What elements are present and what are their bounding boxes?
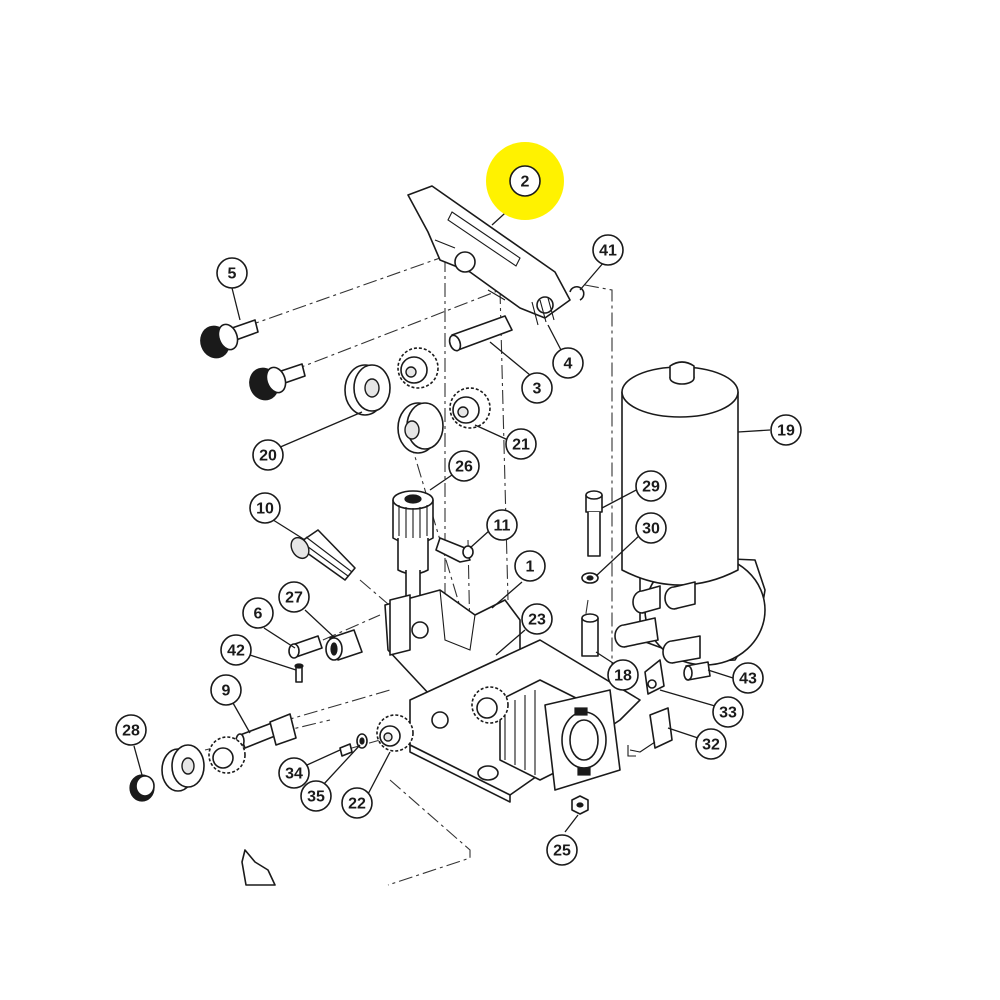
motor-studs xyxy=(614,581,701,664)
drive-roll-shaft xyxy=(235,713,297,749)
drive-shaft-knob xyxy=(392,490,434,601)
callout-25-label: 25 xyxy=(553,843,571,860)
callout-1[interactable]: 1 xyxy=(514,550,546,582)
callout-19-label: 19 xyxy=(777,423,795,440)
callout-42[interactable]: 42 xyxy=(220,634,252,666)
small-screw xyxy=(339,743,353,757)
knurled-knob xyxy=(325,629,363,661)
callout-22[interactable]: 22 xyxy=(341,787,373,819)
callout-32-label: 32 xyxy=(702,737,720,754)
callout-29-label: 29 xyxy=(642,479,660,496)
callout-25[interactable]: 25 xyxy=(546,834,578,866)
callout-26-label: 26 xyxy=(455,459,473,476)
callout-4[interactable]: 4 xyxy=(552,347,584,379)
callout-3-label: 3 xyxy=(533,381,542,398)
callout-28[interactable]: 28 xyxy=(115,714,147,746)
callout-3[interactable]: 3 xyxy=(521,372,553,404)
callout-22-label: 22 xyxy=(348,796,366,813)
callout-30-label: 30 xyxy=(642,521,660,538)
callout-35[interactable]: 35 xyxy=(300,780,332,812)
splined-shaft xyxy=(290,529,356,581)
motor-mount-flange xyxy=(544,689,621,791)
callout-10[interactable]: 10 xyxy=(249,492,281,524)
callout-23[interactable]: 23 xyxy=(521,603,553,635)
drive-gear xyxy=(397,347,491,429)
callout-20-label: 20 xyxy=(259,448,277,465)
feed-roll xyxy=(344,364,444,454)
callout-42-label: 42 xyxy=(227,643,245,660)
callout-30[interactable]: 30 xyxy=(635,512,667,544)
callout-27-label: 27 xyxy=(285,590,303,607)
callout-34-label: 34 xyxy=(285,766,303,783)
drive-motor xyxy=(614,361,766,666)
callout-2[interactable]: 2 xyxy=(509,165,541,197)
callout-35-label: 35 xyxy=(307,789,325,806)
bushing-sleeve xyxy=(581,613,599,657)
terminal-connector xyxy=(627,707,673,757)
motor-bolt xyxy=(585,490,603,557)
callout-18[interactable]: 18 xyxy=(607,659,639,691)
callout-18-label: 18 xyxy=(614,668,632,685)
callout-43[interactable]: 43 xyxy=(732,662,764,694)
callout-34[interactable]: 34 xyxy=(278,757,310,789)
lower-drive-gear xyxy=(376,714,414,752)
thumb-screw xyxy=(200,319,306,401)
leader-lines xyxy=(133,194,771,833)
small-washer xyxy=(356,733,368,749)
callout-33-label: 33 xyxy=(719,705,737,722)
callout-2-label: 2 xyxy=(521,174,530,191)
callout-41-label: 41 xyxy=(599,243,617,260)
callout-6-label: 6 xyxy=(254,606,263,623)
adjuster-screw xyxy=(288,635,323,659)
locating-pin xyxy=(435,537,474,563)
hex-nut xyxy=(571,795,589,815)
callout-33[interactable]: 33 xyxy=(712,696,744,728)
pivot-pin xyxy=(448,315,513,352)
callout-4-label: 4 xyxy=(564,356,573,373)
callout-9[interactable]: 9 xyxy=(210,674,242,706)
callout-19[interactable]: 19 xyxy=(770,414,802,446)
callout-28-label: 28 xyxy=(122,723,140,740)
callout-26[interactable]: 26 xyxy=(448,450,480,482)
idler-gear xyxy=(471,686,509,724)
washer xyxy=(581,572,599,584)
callout-21[interactable]: 21 xyxy=(505,428,537,460)
callout-1-label: 1 xyxy=(526,559,535,576)
callout-11[interactable]: 11 xyxy=(486,509,518,541)
callout-6[interactable]: 6 xyxy=(242,597,274,629)
callout-5[interactable]: 5 xyxy=(216,257,248,289)
callout-9-label: 9 xyxy=(222,683,231,700)
callout-5-label: 5 xyxy=(228,266,237,283)
callout-10-label: 10 xyxy=(256,501,274,518)
motor-screw xyxy=(683,661,711,681)
callout-21-label: 21 xyxy=(512,437,530,454)
callouts: 2 41 5 4 3 20 21 19 xyxy=(115,142,802,866)
lower-drive-roll xyxy=(129,736,246,802)
callout-41[interactable]: 41 xyxy=(592,234,624,266)
callout-20[interactable]: 20 xyxy=(252,439,284,471)
callout-11-label: 11 xyxy=(494,518,511,535)
ground-tab xyxy=(644,659,665,695)
gearbox-base-plate xyxy=(409,639,641,803)
callout-43-label: 43 xyxy=(739,671,757,688)
callout-32[interactable]: 32 xyxy=(695,728,727,760)
callout-29[interactable]: 29 xyxy=(635,470,667,502)
set-screw xyxy=(294,663,304,683)
feed-roll-carrier-arm xyxy=(407,185,571,326)
callout-27[interactable]: 27 xyxy=(278,581,310,613)
cropped-adjacent-part xyxy=(241,849,276,886)
callout-23-label: 23 xyxy=(528,612,546,629)
